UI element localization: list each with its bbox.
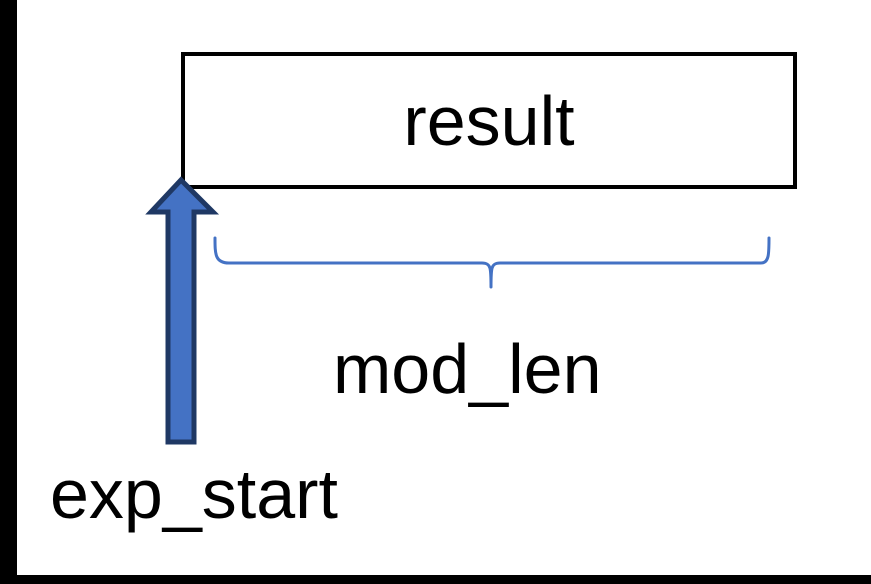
mod-len-brace-icon (213, 236, 771, 289)
exp-start-arrow-icon (145, 176, 220, 445)
exp-start-label: exp_start (50, 455, 338, 533)
mod-len-label: mod_len (333, 330, 602, 408)
result-box (181, 52, 797, 189)
result-box-label: result (403, 81, 575, 160)
letterbox-band-left (0, 0, 17, 584)
letterbox-band-bottom (0, 575, 871, 584)
